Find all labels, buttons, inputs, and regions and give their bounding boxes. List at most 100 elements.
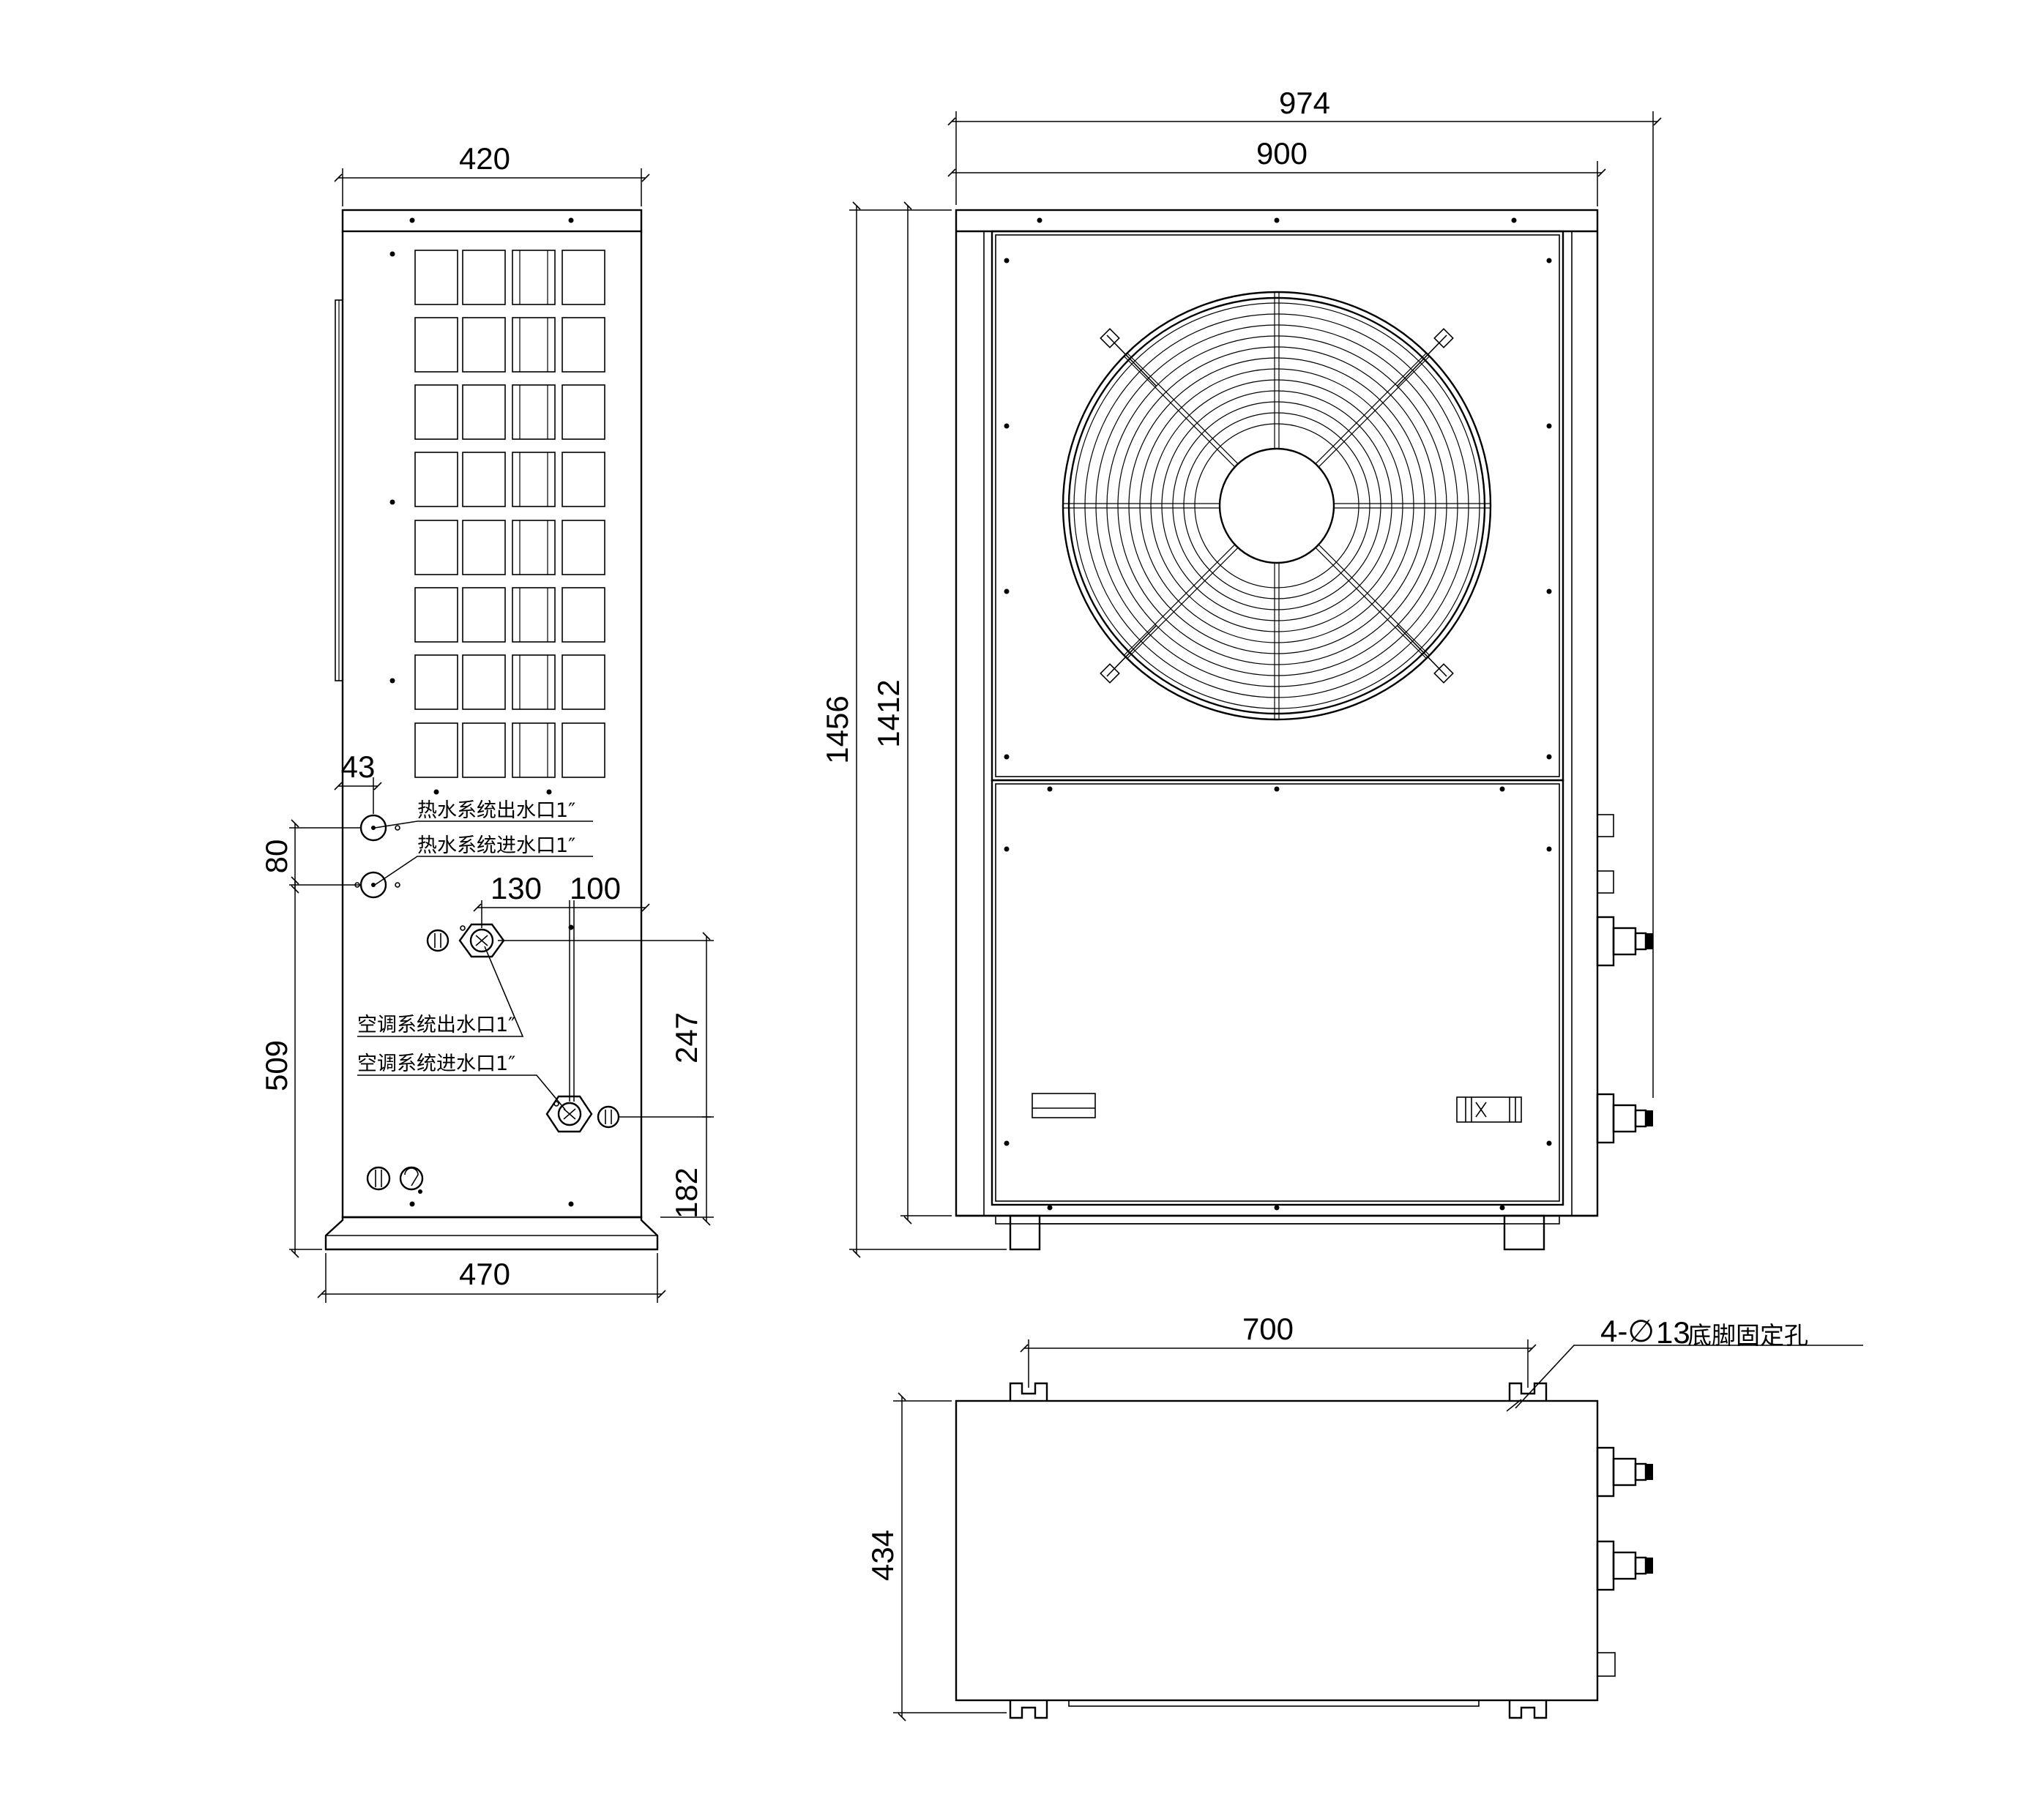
grille-cell [462,722,506,778]
side-view-dimensions: 420 470 43 80 509 130 100 247 182 [259,141,714,1303]
fan-mount [1433,663,1454,684]
front-panel-screws [1004,217,1552,1211]
grille-cell [562,520,605,575]
foot-tabs [1009,1382,1548,1719]
dim-ac-bottom: 182 [669,1167,704,1219]
screw [568,217,574,223]
screw [1546,1140,1552,1146]
grille-cell [512,520,556,575]
screw [1274,786,1280,792]
side-air-grille [414,250,605,778]
ac-water-in-fitting [545,1095,620,1133]
screw [1004,1140,1010,1146]
fan-spoke [1127,353,1239,465]
screw [1274,217,1280,223]
dim-overall-height: 1456 [820,695,854,763]
screw [1546,258,1552,263]
dim-lower-height: 509 [259,1040,294,1091]
grille-cell [512,317,556,373]
fan-guard [1062,291,1492,721]
screw [1546,846,1552,852]
side-panel-screws [389,217,574,1207]
grille-cell [414,317,458,373]
front-side-fittings [1596,814,1653,1144]
fan-ring [1106,335,1447,676]
side-view: 热水系统出水口1″ 热水系统进水口1″ 空调系统出水口1″ 空调系统进水口1″ [324,209,659,1251]
screw [1546,588,1552,594]
grille-cell [414,520,458,575]
dim-foot-span: 700 [1242,1312,1294,1346]
hot-water-out-port [359,814,387,842]
dim-ac-offset-a: 130 [491,871,542,905]
fan-spoke [1124,544,1236,656]
screw [568,1201,574,1207]
screw [1499,1205,1505,1211]
grille-cell [562,587,605,643]
fan-ring [1194,423,1359,588]
screw [389,499,395,505]
fan-ring [1073,302,1480,709]
fan-ring [1150,379,1403,632]
grille-cell [414,250,458,305]
dim-ac-vertical: 247 [669,1012,704,1063]
grille-cell [414,722,458,778]
grille-cell [414,452,458,507]
dim-port-spacing: 80 [259,840,294,874]
hot-water-out-label: 热水系统出水口1″ [417,799,575,822]
screw [1047,1205,1053,1211]
screw [1037,217,1042,223]
foot-hole-desc: 底脚固定孔 [1687,1321,1808,1350]
screw [1004,754,1010,760]
foot-hole-count: 4-∅ [1600,1314,1655,1348]
grille-cell [562,722,605,778]
grille-cell [462,520,506,575]
fan-ring [1139,368,1414,643]
grille-cell [462,317,506,373]
drain-fittings [366,1166,424,1194]
top-view: 4-∅ 13 底脚固定孔 [955,1314,1863,1719]
screw [433,789,439,795]
dim-side-top-width: 420 [459,141,510,176]
screw [389,678,395,684]
fan-ring [1161,390,1392,621]
fan-ring [1128,357,1425,654]
fan-ring [1084,313,1469,698]
dim-depth: 434 [865,1530,900,1581]
grille-cell [562,317,605,373]
dim-side-base-width: 470 [459,1257,510,1291]
fan-mount [1100,663,1120,684]
grille-cell [512,722,556,778]
fan-mount [1433,328,1454,348]
hot-water-in-label: 热水系统进水口1″ [417,834,575,857]
screw [409,217,415,223]
screw [1546,754,1552,760]
fan-ring [1172,401,1381,610]
top-view-dimensions: 700 434 [865,1312,1537,1722]
screw [389,251,395,257]
top-side-fittings [1596,1446,1653,1677]
screw [1499,786,1505,792]
dim-body-width: 900 [1256,136,1308,171]
foot-hole-size: 13 [1656,1315,1690,1350]
ac-water-out-fitting [426,923,505,958]
front-view [955,209,1653,1251]
fan-ring [1095,324,1458,687]
fan-ring [1062,291,1492,721]
grille-cell [462,452,506,507]
fan-spoke [1315,547,1427,659]
front-latch [1456,1096,1522,1123]
fan-ring [1117,346,1436,665]
grille-cell [512,654,556,710]
ac-water-out-label: 空调系统出水口1″ [357,1014,515,1036]
grille-cell [512,384,556,440]
screw [1004,846,1010,852]
screw [1004,258,1010,263]
fan-spoke [1318,356,1430,468]
screw [1047,786,1053,792]
screw [1004,423,1010,429]
front-view-dimensions: 974 900 1456 1412 [820,86,1662,1258]
screw [1511,217,1517,223]
dim-port-offset: 43 [341,750,376,784]
fan-ring [1183,412,1370,599]
